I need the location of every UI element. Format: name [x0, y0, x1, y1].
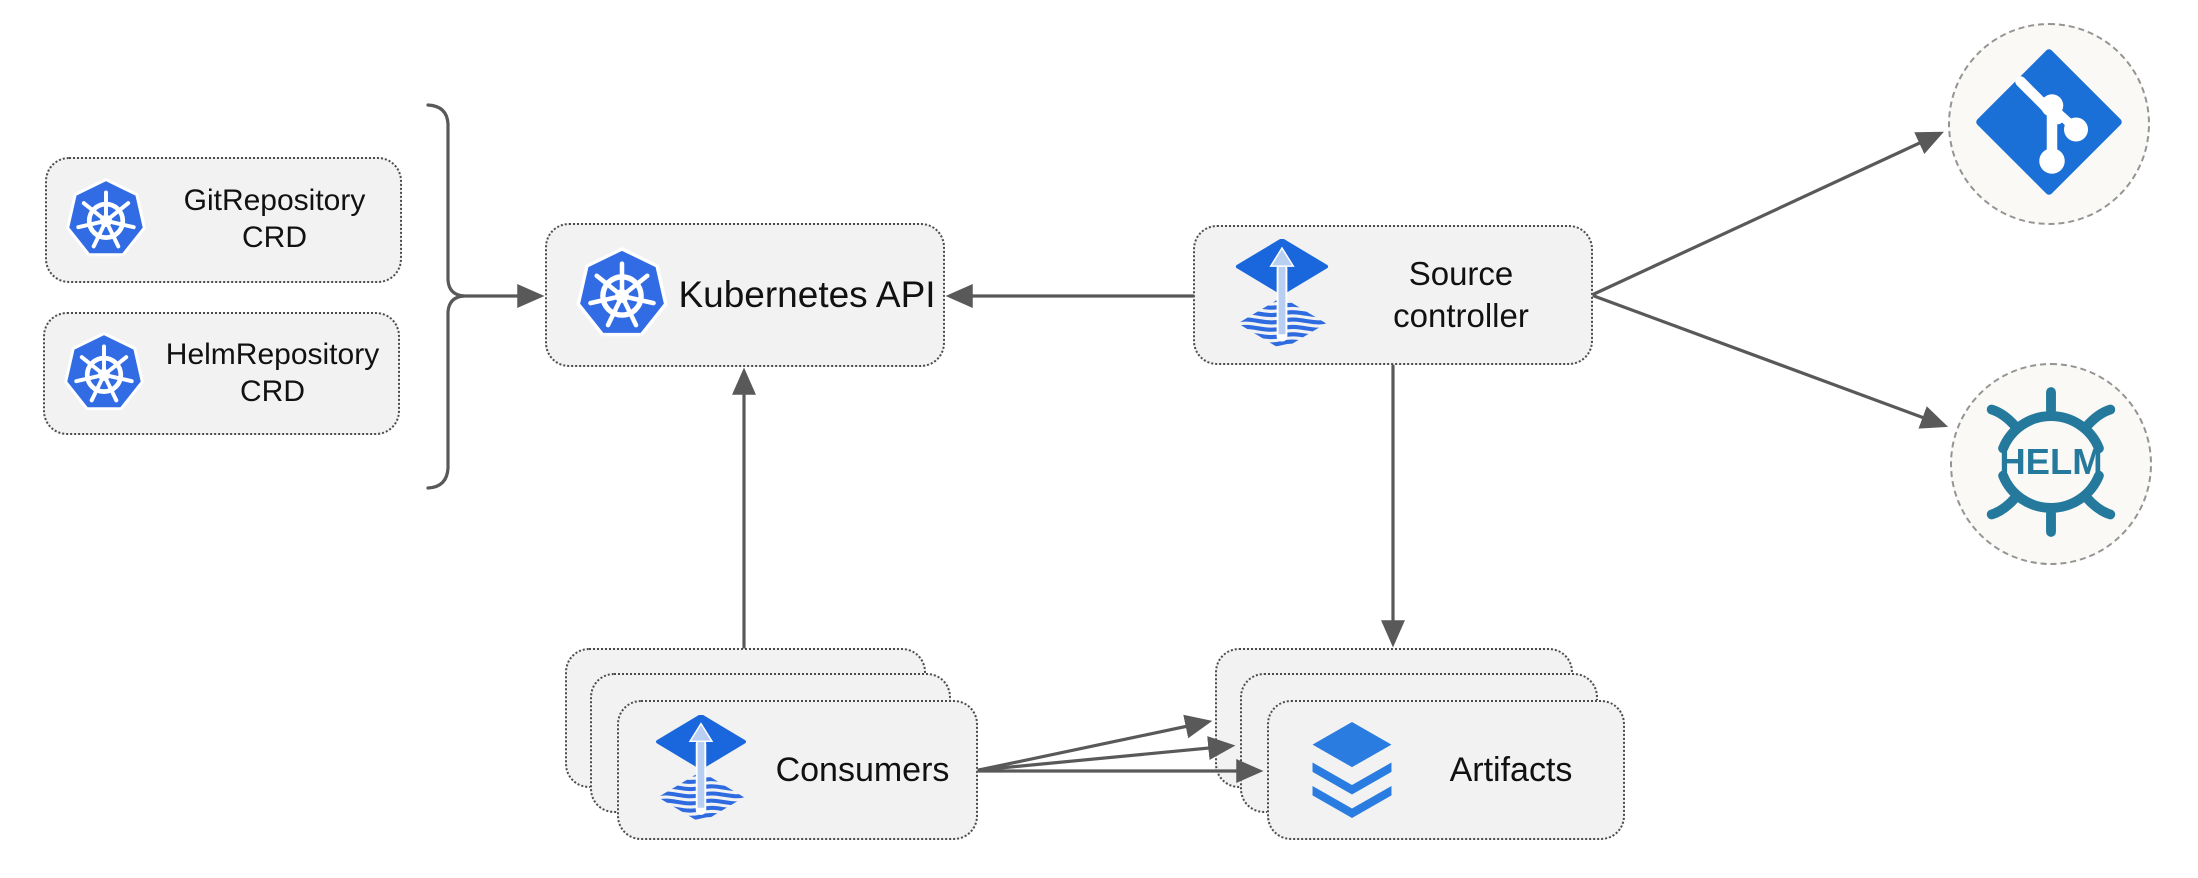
artifacts-label: Artifacts: [1449, 750, 1573, 789]
crd-group-bracket-top: [426, 103, 466, 298]
crd-group-bracket-bottom: [426, 294, 466, 490]
git-repository-crd-line2: CRD: [242, 221, 307, 254]
helm-repository-crd-line1: HelmRepository: [165, 337, 380, 371]
node-kubernetes-api: Kubernetes API: [545, 223, 945, 367]
arrow-consumers-to-artifacts-2: [977, 736, 1236, 772]
helm-repository-crd-label: HelmRepository CRD: [147, 337, 398, 410]
node-git-registry: [1948, 23, 2150, 225]
layers-icon: [1305, 718, 1399, 822]
node-git-repository-crd: GitRepository CRD: [45, 157, 402, 283]
kubernetes-api-label: Kubernetes API: [678, 274, 936, 315]
kubernetes-icon: [573, 246, 671, 344]
node-helm-registry: HELM: [1950, 363, 2152, 565]
helm-repository-crd-line2: CRD: [240, 374, 305, 408]
git-icon: [1974, 47, 2124, 202]
source-controller-line2: controller: [1393, 297, 1529, 334]
arrow-source-controller-to-git-registry: [1592, 131, 1944, 296]
helm-wheel-text: HELM: [1999, 441, 2102, 482]
kubernetes-icon: [61, 331, 147, 417]
consumers-label: Consumers: [775, 750, 950, 789]
source-controller-line1: Source: [1408, 255, 1514, 293]
node-helm-repository-crd: HelmRepository CRD: [43, 312, 400, 435]
helm-icon: HELM: [1975, 386, 2127, 543]
arrow-consumers-to-artifacts-1: [977, 714, 1213, 772]
source-controller-label: Source controller: [1331, 253, 1591, 336]
node-source-controller: Source controller: [1193, 225, 1593, 365]
flux-icon: [653, 715, 749, 825]
flux-icon: [1233, 239, 1331, 352]
node-consumers: Consumers: [617, 700, 978, 840]
kubernetes-icon: [63, 177, 149, 263]
node-artifacts: Artifacts: [1267, 700, 1625, 840]
git-repository-crd-label: GitRepository CRD: [149, 183, 400, 256]
git-repository-crd-line1: GitRepository: [183, 184, 366, 218]
arrow-source-controller-to-helm-registry: [1592, 294, 1949, 429]
